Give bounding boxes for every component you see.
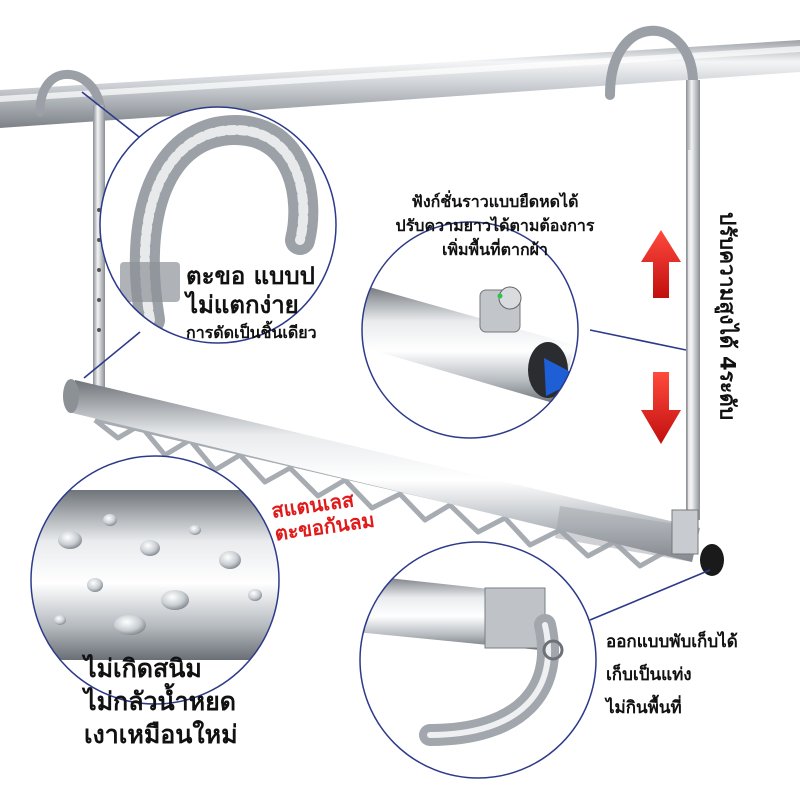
rustproof-feature-line2: ไม่กลัวน้ำหยด [84, 687, 237, 716]
hook-feature-label: ตะขอ แบบป ไม่แตกง่าย การดัดเป็นชิ้นเดียว [186, 262, 317, 342]
height-adjust-label: ปรับความสูงได้ 4ระดับ [715, 212, 740, 421]
rustproof-feature-line3: เงาเหมือนใหม่ [84, 720, 238, 749]
foldable-feature-line1: ออกแบบพับเก็บได้ [606, 632, 738, 652]
rustproof-feature-label: ไม่เกิดสนิม ไม่กลัวน้ำหยด เงาเหมือนใหม่ [84, 652, 238, 751]
hook-feature-line3: การดัดเป็นชิ้นเดียว [186, 322, 317, 342]
foldable-feature-line3: ไม่กินพื้นที่ [606, 698, 682, 719]
water-droplet-bubble [30, 455, 280, 705]
foldable-feature-label: ออกแบบพับเก็บได้ เก็บเป็นแท่ง ไม่กินพื้น… [606, 626, 738, 725]
height-down-arrow-icon [641, 372, 681, 444]
telescopic-feature-label: ฟังก์ชั่นราวแบบยืดหดได้ ปรับความยาวได้ตา… [350, 190, 640, 262]
telescopic-feature-line3: เพิ่มพื้นที่ตากผ้า [441, 240, 548, 259]
rustproof-feature-line1: ไม่เกิดสนิม [84, 654, 202, 683]
height-up-arrow-icon [641, 230, 681, 298]
foldable-feature-line2: เก็บเป็นแท่ง [606, 665, 692, 686]
right-hanger [605, 25, 700, 520]
left-hanger [35, 70, 105, 395]
folding-end-bubble [359, 541, 597, 779]
top-rail-bar [0, 40, 800, 128]
hook-feature-line1: ตะขอ แบบป [186, 262, 315, 290]
hook-closeup-bubble [99, 106, 337, 344]
telescopic-feature-line1: ฟังก์ชั่นราวแบบยืดหดได้ [411, 192, 579, 211]
telescopic-joint-bubble [361, 221, 579, 439]
telescopic-feature-line2: ปรับความยาวได้ตามต้องการ [395, 216, 595, 235]
telescopic-rod [63, 379, 724, 576]
callout-connectors [81, 91, 711, 621]
hook-feature-line2: ไม่แตกง่าย [186, 291, 299, 320]
extend-arrow-icon [544, 358, 578, 396]
